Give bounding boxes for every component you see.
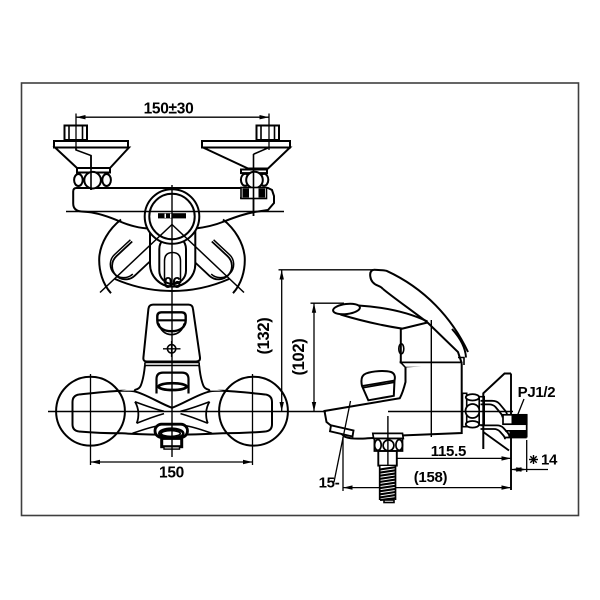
svg-text:115.5: 115.5 <box>431 443 466 460</box>
svg-text:150: 150 <box>159 465 184 482</box>
svg-text:(102): (102) <box>290 338 308 375</box>
svg-text:14: 14 <box>541 452 558 469</box>
svg-text:(132): (132) <box>255 317 273 354</box>
svg-text:150±30: 150±30 <box>144 101 194 118</box>
svg-text:15-: 15- <box>319 475 340 492</box>
svg-text:(158): (158) <box>414 469 448 486</box>
svg-text:PJ1/2: PJ1/2 <box>518 384 556 401</box>
